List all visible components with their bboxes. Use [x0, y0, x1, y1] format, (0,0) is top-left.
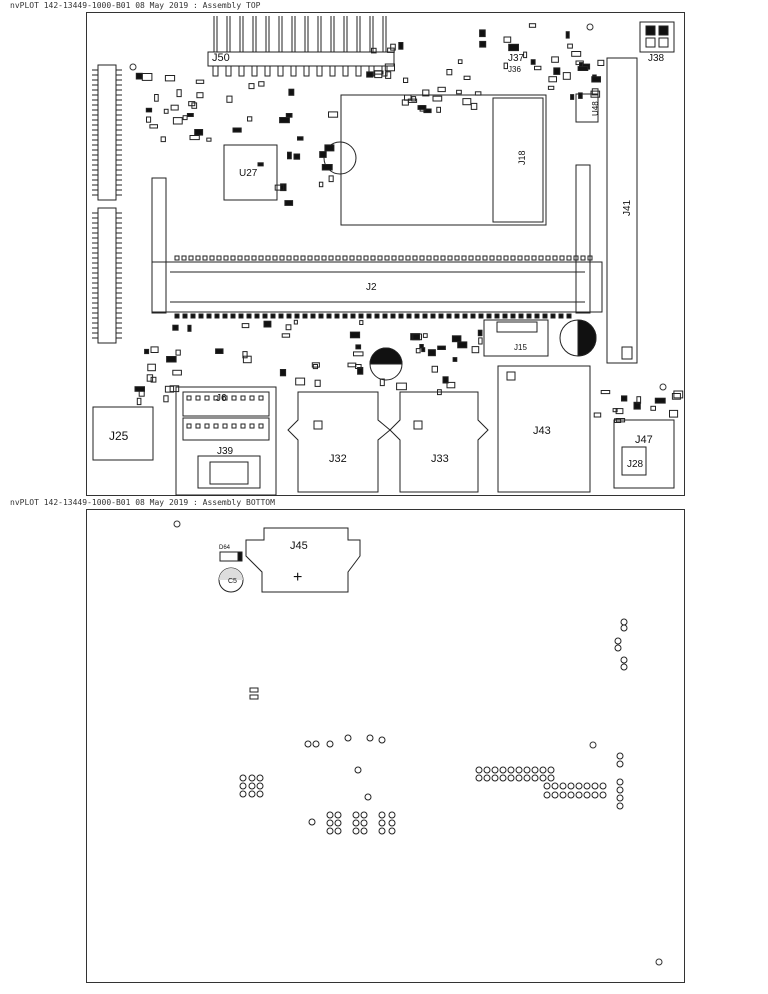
board-top-outline: [86, 12, 685, 496]
j45-battery-holder: [245, 527, 361, 593]
label-j45: J45: [290, 540, 308, 552]
d64-diode: [219, 551, 239, 562]
j2-sodimm-connector: [151, 261, 603, 313]
label-j6: J6: [216, 393, 227, 404]
label-j38: J38: [648, 53, 665, 64]
label-j37: J37: [508, 53, 525, 64]
j15-connector: [483, 319, 549, 357]
label-j43: J43: [533, 425, 551, 437]
label-j41: J41: [622, 199, 633, 216]
hole-bottom-tl: [173, 520, 181, 528]
j43-connector: [497, 365, 591, 493]
j50-pin-header: [207, 16, 395, 77]
label-j25: J25: [109, 429, 129, 443]
j32-connector: [287, 391, 391, 493]
j33-connector: [389, 391, 489, 493]
label-u27: U27: [239, 168, 258, 179]
label-j15: J15: [514, 343, 527, 352]
hole-top-left: [129, 63, 137, 71]
left-fpc-connector-lower: [97, 207, 117, 344]
hole-right-mid: [659, 383, 667, 391]
left-fpc-connector-upper: [97, 64, 117, 201]
label-d64: D64: [219, 545, 231, 551]
label-c5: C5: [228, 578, 237, 585]
j25-connector: [92, 406, 154, 461]
module-outline: [340, 94, 547, 226]
label-j18: J18: [517, 150, 527, 165]
label-j47: J47: [635, 434, 653, 446]
mounting-hole: [323, 141, 357, 175]
label-j28: J28: [627, 459, 644, 470]
label-j39: J39: [217, 446, 234, 457]
j41-connector: [606, 57, 638, 364]
label-u48: U48: [591, 101, 600, 116]
label-j50: J50: [212, 52, 230, 64]
label-j33: J33: [431, 453, 449, 465]
j18-connector: [492, 97, 544, 223]
label-j32: J32: [329, 453, 347, 465]
j6-j39-connector: [175, 386, 277, 496]
j38-connector: [639, 21, 675, 53]
hole-bottom-br: [655, 958, 663, 966]
label-j36: J36: [508, 65, 521, 74]
hole-top-right: [586, 23, 594, 31]
u48-chip: [575, 93, 599, 123]
label-j2: J2: [366, 282, 377, 293]
u27-chip: [223, 144, 278, 201]
board-bottom-outline: [86, 509, 685, 983]
hole-bottom-mid: [589, 741, 597, 749]
j47-j28-connector: [613, 419, 675, 489]
label-plus: +: [293, 569, 302, 586]
header-top: nvPLOT 142-13449-1000-B01 08 May 2019 : …: [10, 1, 261, 10]
header-bottom: nvPLOT 142-13449-1000-B01 08 May 2019 : …: [10, 498, 275, 507]
